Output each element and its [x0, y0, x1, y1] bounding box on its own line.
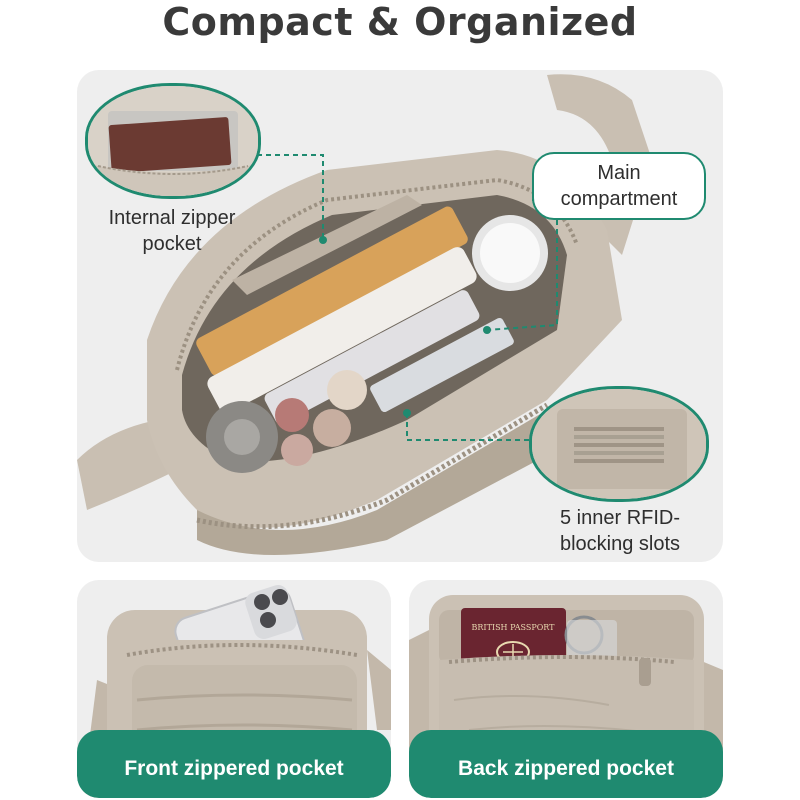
main-compartment-line2: compartment [560, 188, 678, 210]
internal-pocket-line2: pocket [142, 233, 202, 255]
page-title: Compact & Organized [162, 0, 638, 44]
main-compartment-line1: Main [597, 162, 641, 184]
passport-label: BRITISH PASSPORT [472, 623, 556, 632]
front-pocket-panel: Front zippered pocket [77, 580, 391, 798]
internal-pocket-line1: Internal zipper [108, 207, 236, 229]
internal-pocket-closeup [85, 83, 261, 199]
back-pocket-caption: Back zippered pocket [409, 730, 723, 798]
open-bag-illustration [77, 74, 652, 555]
internal-pocket-callout: Internal zipper pocket [81, 205, 263, 257]
rfid-slots-closeup [529, 386, 709, 502]
back-pocket-panel: BRITISH PASSPORT Back zippered pocket [409, 580, 723, 798]
rfid-callout: 5 inner RFID- blocking slots [535, 505, 705, 557]
front-pocket-caption-text: Front zippered pocket [124, 757, 344, 780]
rfid-line1: 5 inner RFID- [559, 507, 681, 529]
phone-camera-icon [245, 584, 297, 640]
front-pocket-caption: Front zippered pocket [77, 730, 391, 798]
internal-pocket-image [88, 86, 258, 196]
rfid-line2: blocking slots [559, 533, 681, 555]
back-pocket-caption-text: Back zippered pocket [458, 757, 674, 780]
main-compartment-panel: Main compartment Internal zipper pocket … [77, 70, 723, 562]
rfid-slots-image [532, 389, 706, 499]
main-compartment-callout: Main compartment [532, 152, 706, 220]
